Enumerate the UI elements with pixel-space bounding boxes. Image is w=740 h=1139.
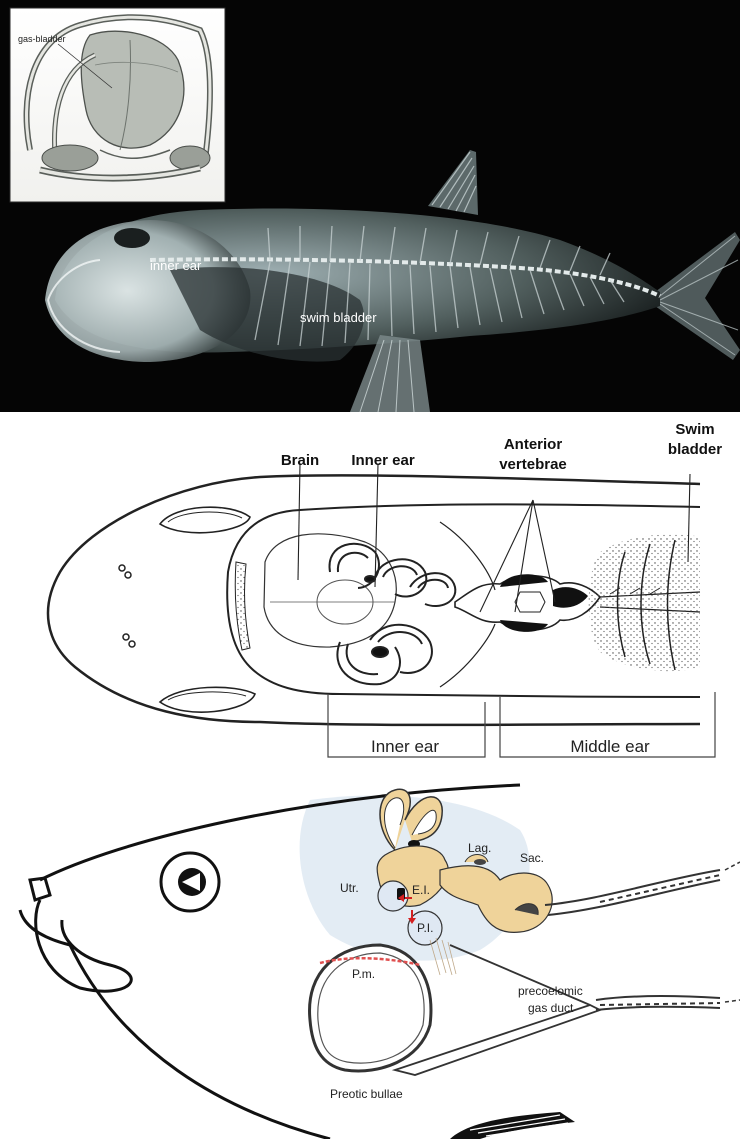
label-precoelomic: precoelomic <box>518 984 583 998</box>
label-sac: Sac. <box>520 851 544 865</box>
dorsal-view-panel: Brain Inner ear Anterior vertebrae Swim … <box>0 412 740 770</box>
xray-inner-ear-label: inner ear <box>150 258 202 273</box>
label-vertebrae: vertebrae <box>499 456 567 473</box>
label-inner-ear: Inner ear <box>351 452 415 469</box>
label-brain: Brain <box>281 452 319 469</box>
otic-panel: Lag. Sac. Utr. E.I. P.I. P.m. precoelomi… <box>0 770 740 1139</box>
bracket-inner-ear: Inner ear <box>371 737 439 756</box>
gas-bladder-inset: gas-bladder <box>10 8 225 202</box>
inset-gas-bladder-label: gas-bladder <box>18 34 66 44</box>
label-pm: P.m. <box>352 967 375 981</box>
swim-bladder <box>589 534 700 671</box>
inner-ear-dark-spot <box>114 228 150 248</box>
label-swim: Swim <box>675 421 714 438</box>
label-pi: P.I. <box>417 921 433 935</box>
label-utr: Utr. <box>340 881 359 895</box>
otic-diagram: Lag. Sac. Utr. E.I. P.I. P.m. precoelomi… <box>0 770 740 1139</box>
label-ei: E.I. <box>412 883 430 897</box>
label-anterior: Anterior <box>504 436 563 453</box>
xray-figure: inner ear swim bladder gas-bladder <box>0 0 740 412</box>
label-bladder: bladder <box>668 441 722 458</box>
xray-panel: inner ear swim bladder gas-bladder <box>0 0 740 412</box>
xray-swim-bladder-label: swim bladder <box>300 310 377 325</box>
label-preotic-bullae: Preotic bullae <box>330 1087 403 1101</box>
label-lag: Lag. <box>468 841 491 855</box>
dorsal-diagram: Brain Inner ear Anterior vertebrae Swim … <box>0 412 740 770</box>
bracket-middle-ear: Middle ear <box>570 737 650 756</box>
label-gas-duct: gas duct <box>528 1001 574 1015</box>
